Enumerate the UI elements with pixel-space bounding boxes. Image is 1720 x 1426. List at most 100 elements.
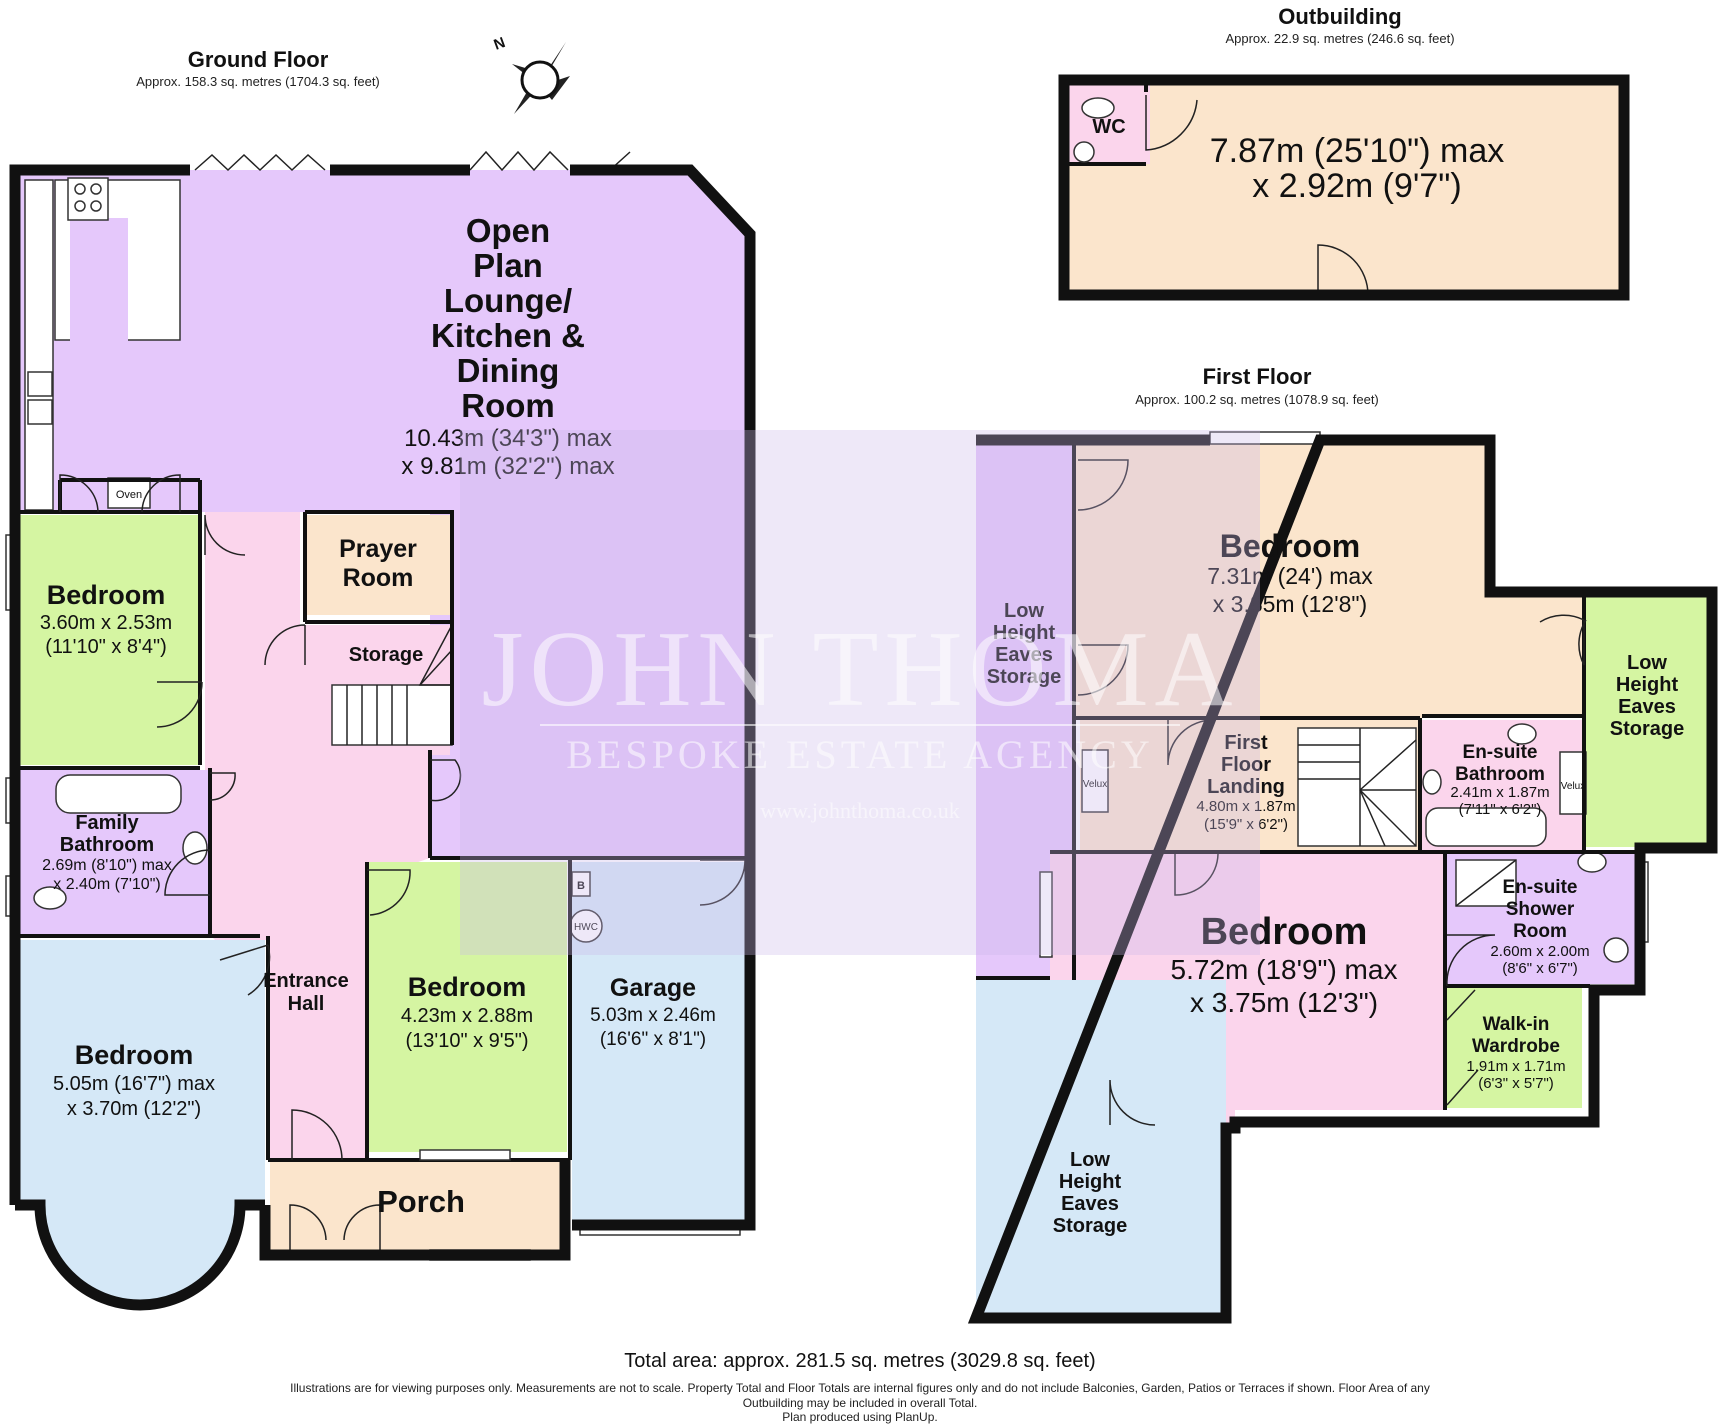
watermark-brand: JOHN THOMA xyxy=(481,610,1238,729)
family-bathroom-dims-2: x 2.40m (7'10") xyxy=(53,876,160,893)
gf-bedroom-1-dims-1: 3.60m x 2.53m xyxy=(40,612,172,634)
wc-toilet-icon xyxy=(1081,97,1115,119)
open-plan-dims-1: 10.43m (34'3") max xyxy=(404,425,612,452)
gf-bedroom-2-fill xyxy=(367,862,567,1152)
svg-text:1.91m x 1.71m(6'3" x 5'7"): 1.91m x 1.71m(6'3" x 5'7") xyxy=(1466,1058,1565,1092)
ff-eaves-bottom-fill xyxy=(976,980,1226,1315)
compass-icon: N xyxy=(492,34,576,114)
ff-landing-name-3: Landing xyxy=(1207,776,1285,798)
velux-right-label: Velux xyxy=(1561,781,1585,792)
gf-bedroom-1-dims-2: (11'10" x 8'4") xyxy=(45,636,167,658)
oven-label: Oven xyxy=(116,489,142,501)
gf-bedroom-2-name: Bedroom xyxy=(408,972,527,1002)
outbuilding-fill xyxy=(1064,80,1624,295)
ff-bedroom-2-dims-2: x 3.75m (12'3") xyxy=(1190,987,1378,1018)
shower-room-toilet-icon xyxy=(1577,851,1607,873)
gf-bedroom-3-dims-2: x 3.70m (12'2") xyxy=(67,1098,201,1120)
walkin-wardrobe-dims-2: (6'3" x 5'7") xyxy=(1478,1075,1554,1092)
walkin-wardrobe-fill xyxy=(1447,988,1582,1108)
ff-eaves-right-name-1: Low xyxy=(1627,652,1667,674)
outbuilding-title: Outbuilding xyxy=(1278,4,1401,29)
disclaimer-line-3: Plan produced using PlanUp. xyxy=(782,1410,937,1424)
entrance-hall-fill xyxy=(205,512,450,1160)
velux-left-icon xyxy=(1081,749,1109,813)
svg-text:4.80m x 1.87m(15'9" x 6'2"): 4.80m x 1.87m(15'9" x 6'2") xyxy=(1196,798,1295,833)
open-plan-dims-2: x 9.81m (32'2") max xyxy=(401,453,614,480)
ensuite-shower-name-1: En-suite xyxy=(1503,877,1578,898)
gf-doors-icon xyxy=(59,474,746,1255)
ff-eaves-right-name-3: Eaves xyxy=(1618,696,1676,718)
gf-bedroom-3-name: Bedroom xyxy=(75,1040,194,1070)
open-plan-name-1: Open xyxy=(466,212,550,249)
entrance-hall-name-1: Entrance xyxy=(263,970,349,992)
ensuite-shower-dims-1: 2.60m x 2.00m xyxy=(1490,943,1589,960)
ff-eaves-bottom-name-2: Height xyxy=(1059,1171,1122,1193)
ff-doors-icon xyxy=(1077,459,1587,1126)
gf-outer-wall xyxy=(9,164,756,1231)
svg-text:3.60m x 2.53m(11'10" x 8'4"): 3.60m x 2.53m(11'10" x 8'4") xyxy=(40,612,172,658)
storage-name: Storage xyxy=(349,644,423,666)
gf-bedroom-2-dims-1: 4.23m x 2.88m xyxy=(401,1005,533,1027)
ground-floor-title: Ground Floor xyxy=(188,47,329,72)
open-plan-lounge-kitchen-dining-fill xyxy=(15,170,750,858)
wc-name: WC xyxy=(1092,116,1125,138)
velux-left-label: Velux xyxy=(1083,779,1107,790)
wc-basin-icon xyxy=(1073,141,1095,163)
ff-landing-name-1: First xyxy=(1224,732,1268,754)
ff-eaves-bottom-name-1: Low xyxy=(1070,1149,1110,1171)
ensuite-toilet-icon xyxy=(1507,723,1537,745)
watermark-tagline: BESPOKE ESTATE AGENCY xyxy=(566,732,1154,777)
bathtub-icon xyxy=(55,774,182,814)
ensuite-bathroom-name-2: Bathroom xyxy=(1455,764,1545,785)
family-bathroom-dims-1: 2.69m (8'10") max xyxy=(42,857,172,874)
open-plan-name-5: Dining xyxy=(457,352,560,389)
open-plan-name-2: Plan xyxy=(473,247,543,284)
ff-landing-name-2: Floor xyxy=(1221,754,1271,776)
porch-name: Porch xyxy=(377,1184,465,1219)
ff-bedroom-1-fill xyxy=(1076,444,1586,720)
ensuite-bathroom-dims-2: (7'11" x 6'2") xyxy=(1459,801,1542,818)
bathroom-basin-icon xyxy=(182,831,208,865)
ff-eaves-left-name-1: Low xyxy=(1004,600,1044,622)
toilet-icon xyxy=(33,886,67,910)
disclaimer-line-2: Outbuilding may be included in overall T… xyxy=(743,1396,978,1410)
open-plan-name-4: Kitchen & xyxy=(431,317,585,354)
kitchen-counter xyxy=(24,179,54,511)
ff-staircase-icon xyxy=(1297,727,1417,847)
ff-eaves-left-name-4: Storage xyxy=(987,666,1061,688)
outbuilding-dims-1: 7.87m (25'10") max xyxy=(1210,132,1504,170)
ff-eaves-left-name-2: Height xyxy=(993,622,1056,644)
walkin-wardrobe-name-2: Wardrobe xyxy=(1472,1036,1560,1057)
gf-bedroom-3-fill xyxy=(20,940,265,1305)
open-plan-name-3: Lounge/ xyxy=(444,282,572,319)
ff-eaves-bottom-name-4: Storage xyxy=(1053,1215,1127,1237)
boiler-label: B xyxy=(577,880,585,892)
ensuite-shower-dims-2: (8'6" x 6'7") xyxy=(1502,960,1578,977)
prayer-room-name-1: Prayer xyxy=(339,535,417,563)
compass-north-label: N xyxy=(492,34,508,54)
garage-name: Garage xyxy=(610,974,696,1002)
svg-text:5.03m x 2.46m(16'6" x 8'1"): 5.03m x 2.46m(16'6" x 8'1") xyxy=(590,1005,716,1050)
ensuite-basin-icon xyxy=(1422,769,1442,795)
garage-dims-1: 5.03m x 2.46m xyxy=(590,1005,716,1026)
hwc-label: HWC xyxy=(574,922,598,933)
watermark: JOHN THOMA BESPOKE ESTATE AGENCY www.joh… xyxy=(460,430,1260,955)
walkin-wardrobe-name-1: Walk-in xyxy=(1483,1014,1550,1035)
ff-landing-dims-2: (15'9" x 6'2") xyxy=(1204,816,1288,833)
staircase-icon xyxy=(331,624,453,746)
